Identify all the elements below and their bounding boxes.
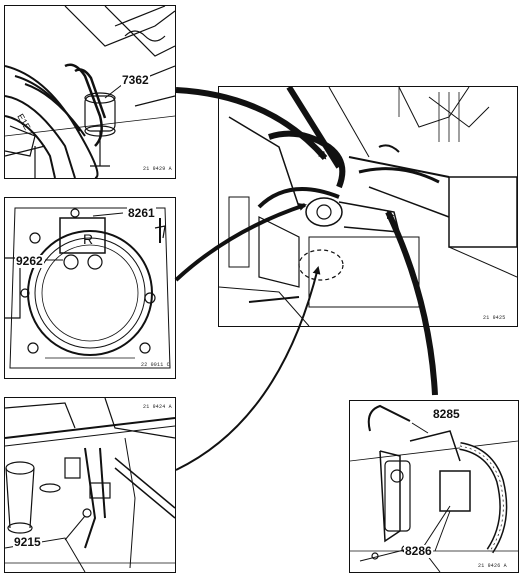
- main-engine-bay-panel: 21 9425: [218, 86, 518, 327]
- detail-panel-8261-9262: R 8261 9262 22 0011 C: [4, 197, 176, 379]
- figure-ref-center: 21 9425: [483, 315, 506, 321]
- detail-panel-9215: 9215 21 9424 A: [4, 397, 176, 573]
- hose-connection-detail: [350, 404, 518, 572]
- callout-9215: 9215: [13, 535, 42, 549]
- callout-8261: 8261: [127, 206, 156, 220]
- detail-panel-8285-8286: 8285 8286 21 9426 A: [349, 400, 519, 573]
- figure-ref-bottom-left: 21 9424 A: [143, 404, 172, 410]
- callout-9262: 9262: [15, 254, 44, 268]
- flywheel-housing-drawing: R: [5, 207, 171, 369]
- detail-panel-7362: E1E 7362 21 9429 A: [4, 5, 176, 179]
- figure-ref-mid-left: 22 0011 C: [141, 362, 170, 368]
- callout-7362: 7362: [121, 73, 150, 87]
- plate-letter: R: [83, 231, 93, 247]
- engine-detail-drawing-7362: E1E: [5, 6, 175, 178]
- engine-bay-overview-drawing: [219, 87, 517, 326]
- callout-8285: 8285: [432, 407, 461, 421]
- figure-ref-top-left: 21 9429 A: [143, 166, 172, 172]
- engine-bay-detail-9215: [5, 398, 175, 572]
- figure-ref-bottom-right: 21 9426 A: [478, 563, 507, 569]
- callout-8286: 8286: [404, 544, 433, 558]
